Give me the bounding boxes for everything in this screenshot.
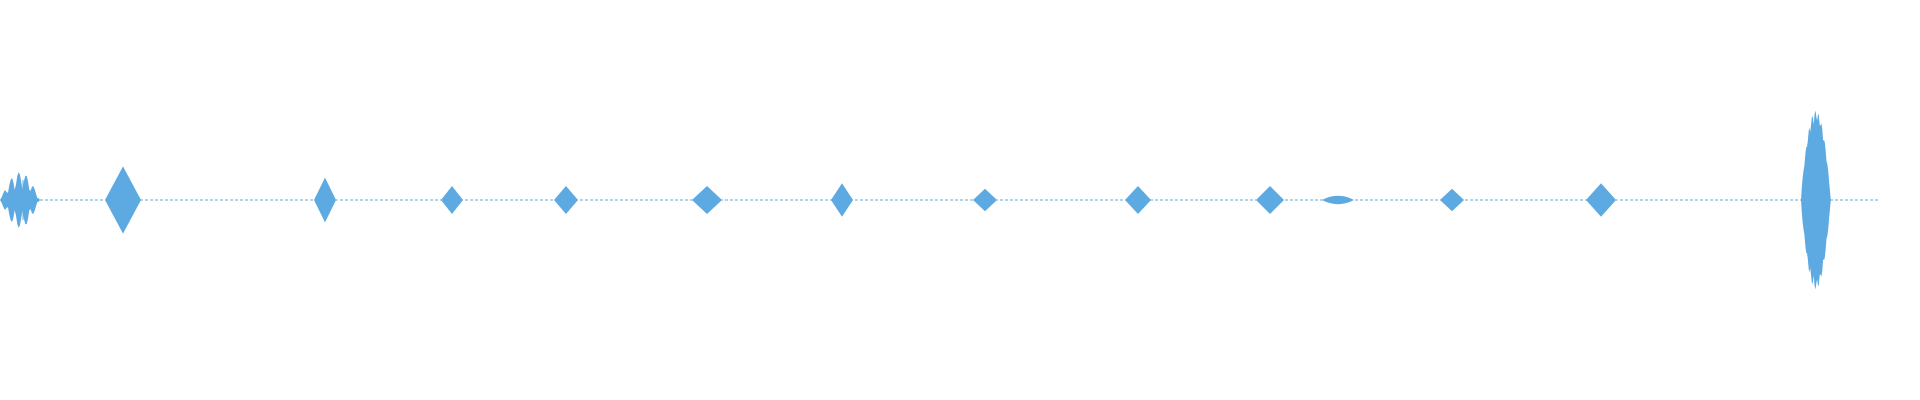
waveform-bursts [0,110,1835,290]
waveform-burst [314,177,336,223]
waveform-burst [1586,183,1616,217]
waveform-burst [973,188,997,212]
waveform-burst [441,186,463,214]
waveform-burst [1801,110,1835,290]
waveform-burst [1125,186,1151,214]
waveform-burst [831,183,853,217]
waveform-burst [554,186,578,214]
waveform-burst [1256,186,1284,214]
waveform-burst [0,172,40,228]
waveform-burst [1322,195,1354,205]
waveform-burst [105,166,141,234]
waveform-burst [1440,188,1464,212]
waveform-burst [692,186,722,214]
